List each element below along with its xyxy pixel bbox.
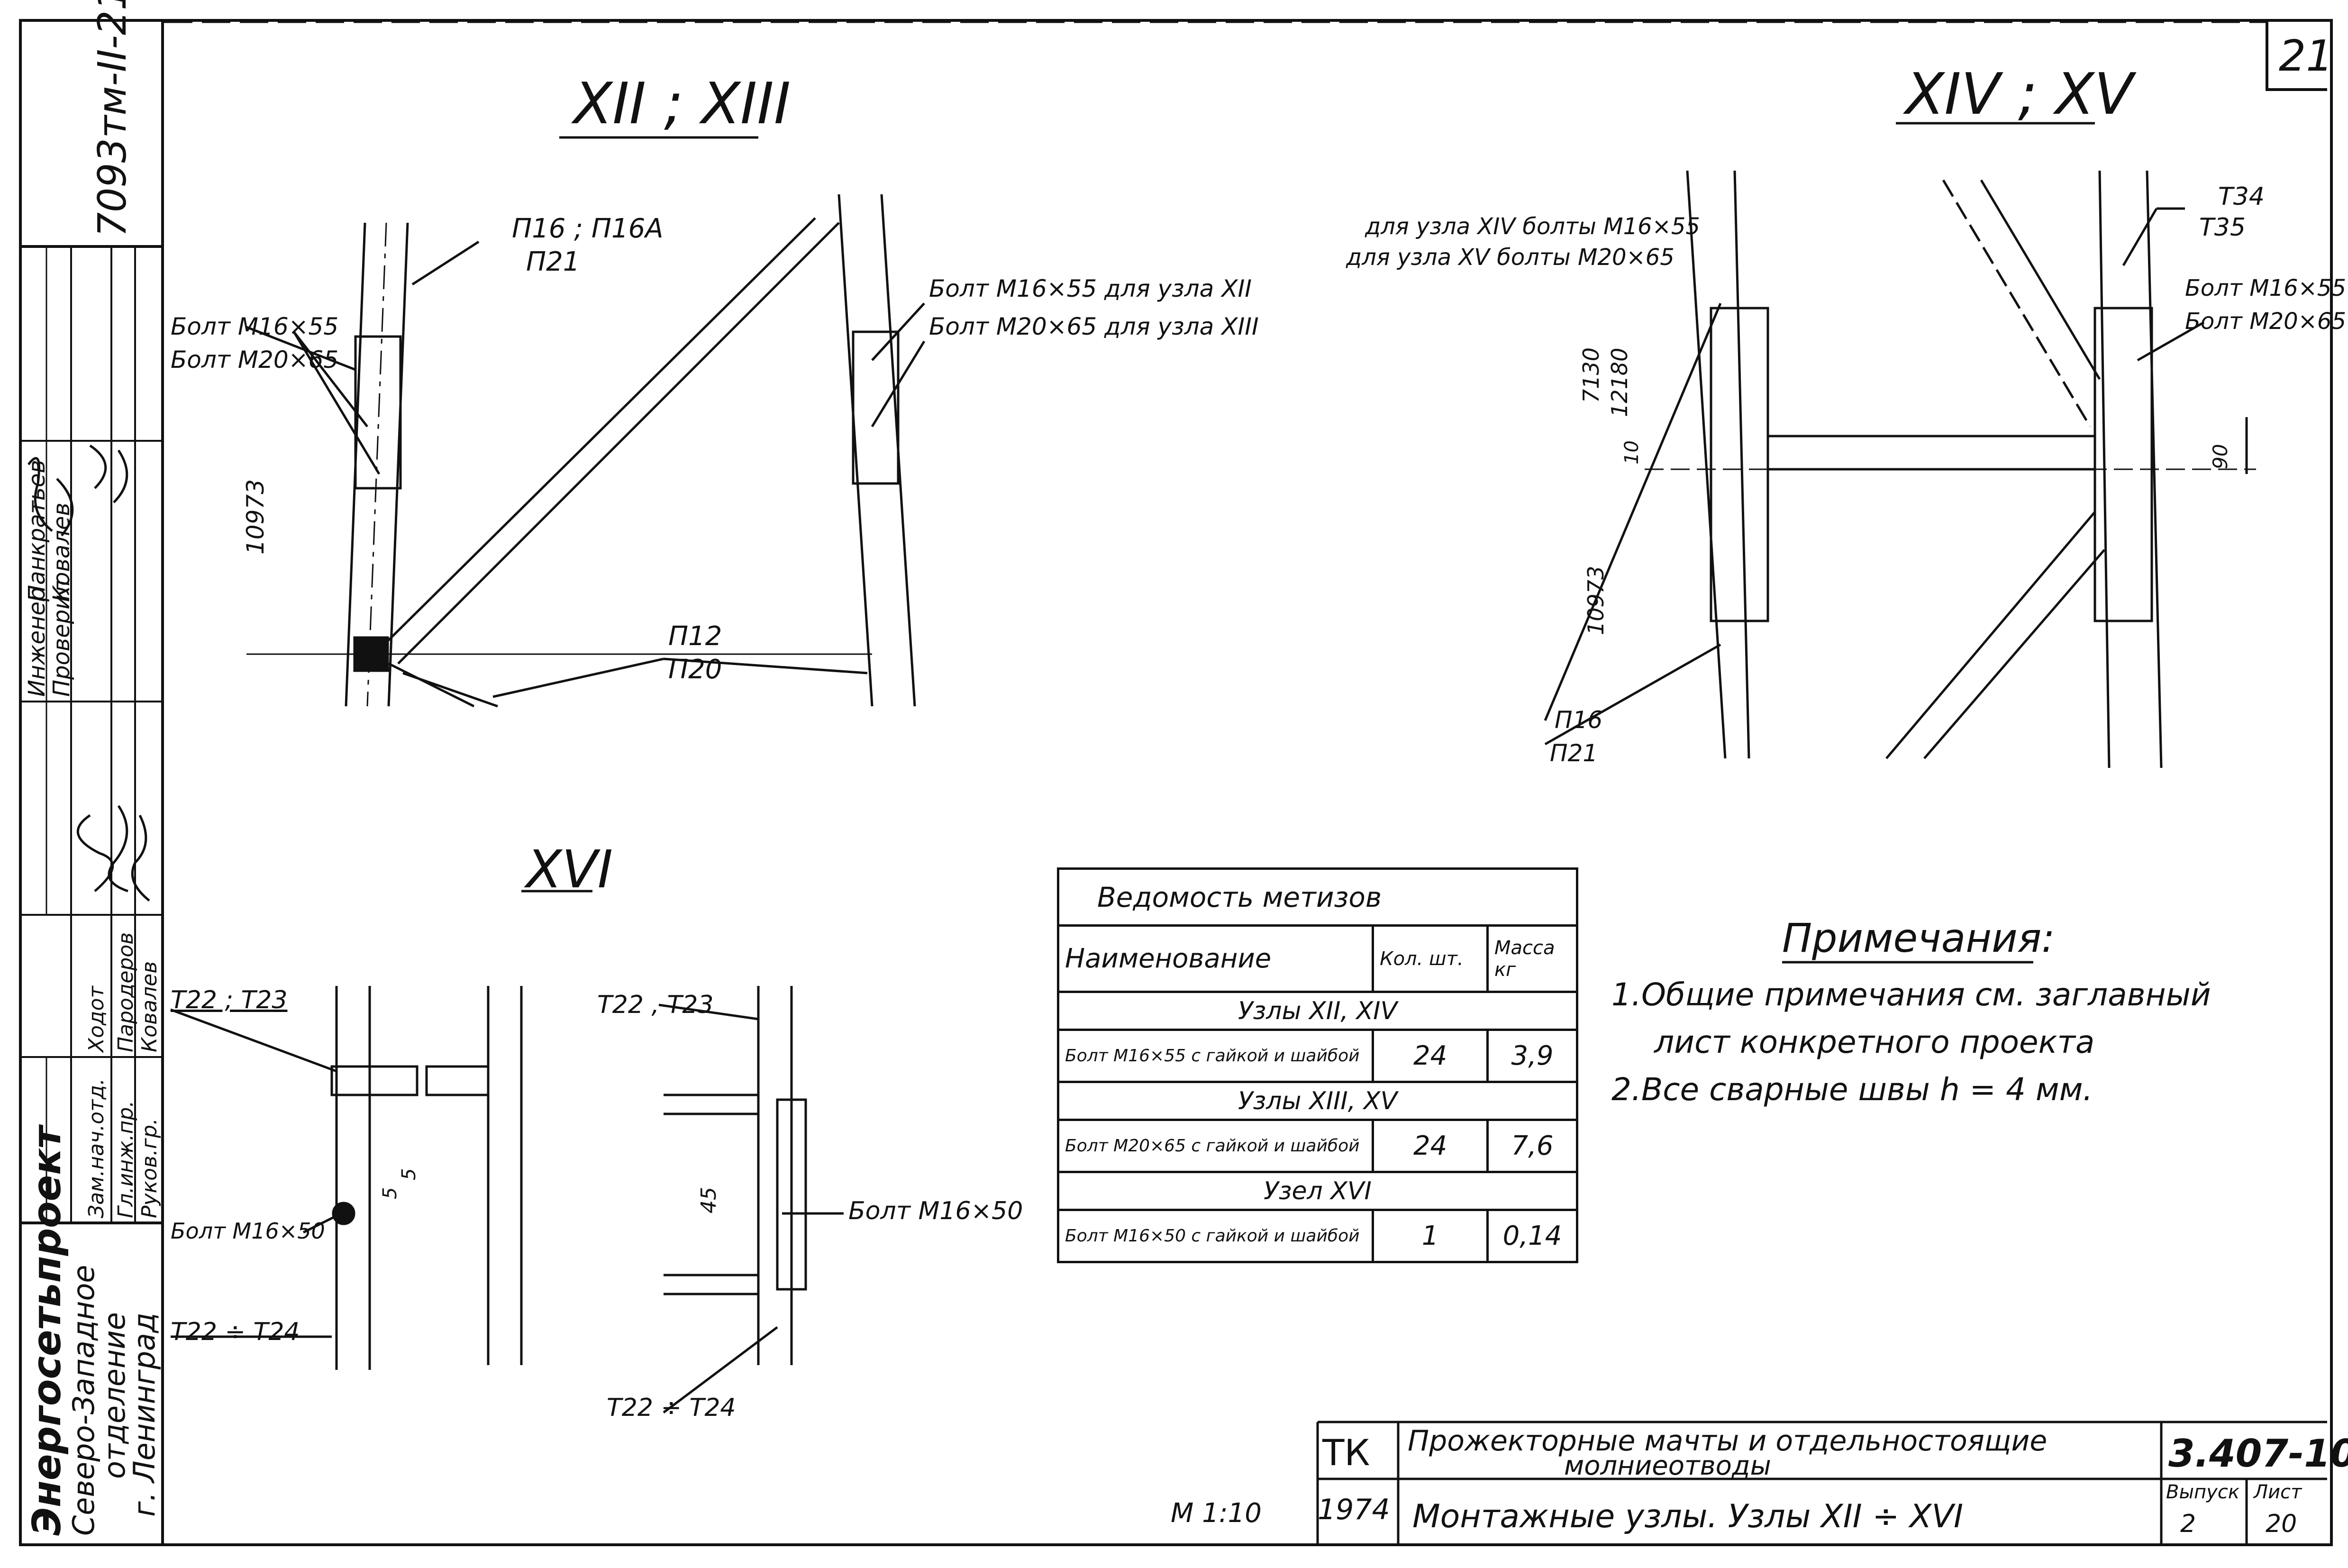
label-p21-right: П21 (1550, 739, 1598, 767)
left-strip-border (161, 19, 164, 1543)
label-t22-t24-right: Т22 ÷ Т24 (607, 1394, 736, 1422)
label-t35: Т35 (2199, 213, 2246, 242)
title-block-title-1: Прожекторные мачты и отдельностоящие (1408, 1424, 2048, 1458)
label-p16: П16 ; П16А (512, 213, 664, 244)
view-title-xiv-xv: XIV ; XV (1905, 62, 2133, 128)
title-block-year: 1974 (1318, 1493, 1390, 1526)
view-title-xvi: XVI (526, 839, 613, 900)
note-line-1: 1.Общие примечания см. заглавный (1611, 976, 2211, 1013)
drawing-frame (19, 19, 2333, 1546)
label-bolt-right-1: Болт М16×55 для узла XII (929, 275, 1252, 302)
corner-number: 21 (2279, 31, 2333, 81)
row-1-qty: 24 (1372, 1029, 1489, 1083)
row-1-mass: 3,9 (1486, 1029, 1579, 1083)
title-block-tk: ТК (1322, 1431, 1370, 1474)
view-title-xii-xiii: XII ; XIII (573, 71, 791, 137)
row-2-name: Болт М20×65 с гайкой и шайбой (1056, 1119, 1374, 1173)
label-dim-12180: 12180 (1607, 347, 1632, 417)
header-qty: Кол. шт. (1372, 924, 1489, 993)
row-2-qty: 24 (1372, 1119, 1489, 1173)
hardware-table-title: Ведомость метизов (1057, 867, 1578, 927)
title-block-code: 3.407-108 (2168, 1431, 2348, 1476)
title-block-title-2: молниеотводы (1564, 1450, 1771, 1481)
group-xiii-xv: Узлы XIII, XV (1057, 1081, 1578, 1121)
header-mass: Масса кг (1486, 924, 1579, 993)
label-dim-10973-right: 10973 (1583, 565, 1609, 635)
label-p21: П21 (526, 246, 580, 277)
label-bolt-left-2: Болт М20×65 (171, 346, 339, 374)
row-3-mass: 0,14 (1486, 1209, 1579, 1263)
group-xvi: Узел XVI (1057, 1171, 1578, 1211)
note-line-3: 2.Все сварные швы h = 4 мм. (1611, 1071, 2093, 1108)
label-p20: П20 (668, 654, 722, 685)
label-bolt-xvi-right: Болт М16×50 (848, 1197, 1023, 1225)
label-dim-5a: 5 (379, 1187, 401, 1199)
title-block-sheet: 20 (2266, 1510, 2297, 1538)
label-dim-10973-left: 10973 (242, 479, 269, 555)
group-xii-xiv: Узлы XII, XIV (1057, 991, 1578, 1031)
label-t22-t24-left: Т22 ÷ Т24 (171, 1318, 300, 1346)
label-dim-5b: 5 (398, 1168, 420, 1180)
hardware-table: Ведомость метизов Наименование Кол. шт. … (1056, 867, 1579, 1263)
note-line-2: лист конкретного проекта (1654, 1024, 2095, 1060)
title-block-issue-label: Выпуск (2166, 1481, 2239, 1503)
label-p12: П12 (668, 621, 722, 652)
title-block-issue: 2 (2180, 1510, 2196, 1538)
label-p16-right: П16 (1555, 706, 1603, 734)
row-3-qty: 1 (1372, 1209, 1489, 1263)
title-block-subtitle: Монтажные узлы. Узлы XII ÷ XVI (1412, 1498, 1964, 1535)
label-dim-90: 90 (2209, 444, 2232, 469)
label-t22-t23-left: Т22 ; Т23 (171, 986, 288, 1014)
label-bolt-xiv: Болт М16×55 (2185, 275, 2346, 301)
scale-label: М 1:10 (1171, 1498, 1262, 1529)
notes-title: Примечания: (1782, 915, 2055, 961)
row-2-mass: 7,6 (1486, 1119, 1579, 1173)
label-note-xiv: для узла XIV болты М16×55 (1365, 213, 1700, 240)
row-1-name: Болт М16×55 с гайкой и шайбой (1056, 1029, 1374, 1083)
label-note-xv: для узла XV болты М20×65 (1346, 244, 1675, 271)
label-t34: Т34 (2218, 182, 2265, 211)
label-bolt-left-1: Болт М16×55 (171, 313, 339, 340)
corner-number-box (2266, 22, 2327, 91)
row-3-name: Болт М16×50 с гайкой и шайбой (1056, 1209, 1374, 1263)
label-bolt-xv: Болт М20×65 (2185, 308, 2346, 335)
label-dim-10-right: 10 (1621, 440, 1643, 465)
title-block-sheet-label: Лист (2254, 1481, 2302, 1503)
label-bolt-xvi-left: Болт М16×50 (171, 1218, 325, 1244)
label-bolt-right-2: Болт М20×65 для узла XIII (929, 313, 1259, 340)
label-dim-7130: 7130 (1578, 347, 1604, 403)
header-name: Наименование (1056, 924, 1374, 993)
label-t22-t23-right: Т22 , Т23 (597, 991, 714, 1019)
label-dim-45: 45 (697, 1187, 721, 1213)
